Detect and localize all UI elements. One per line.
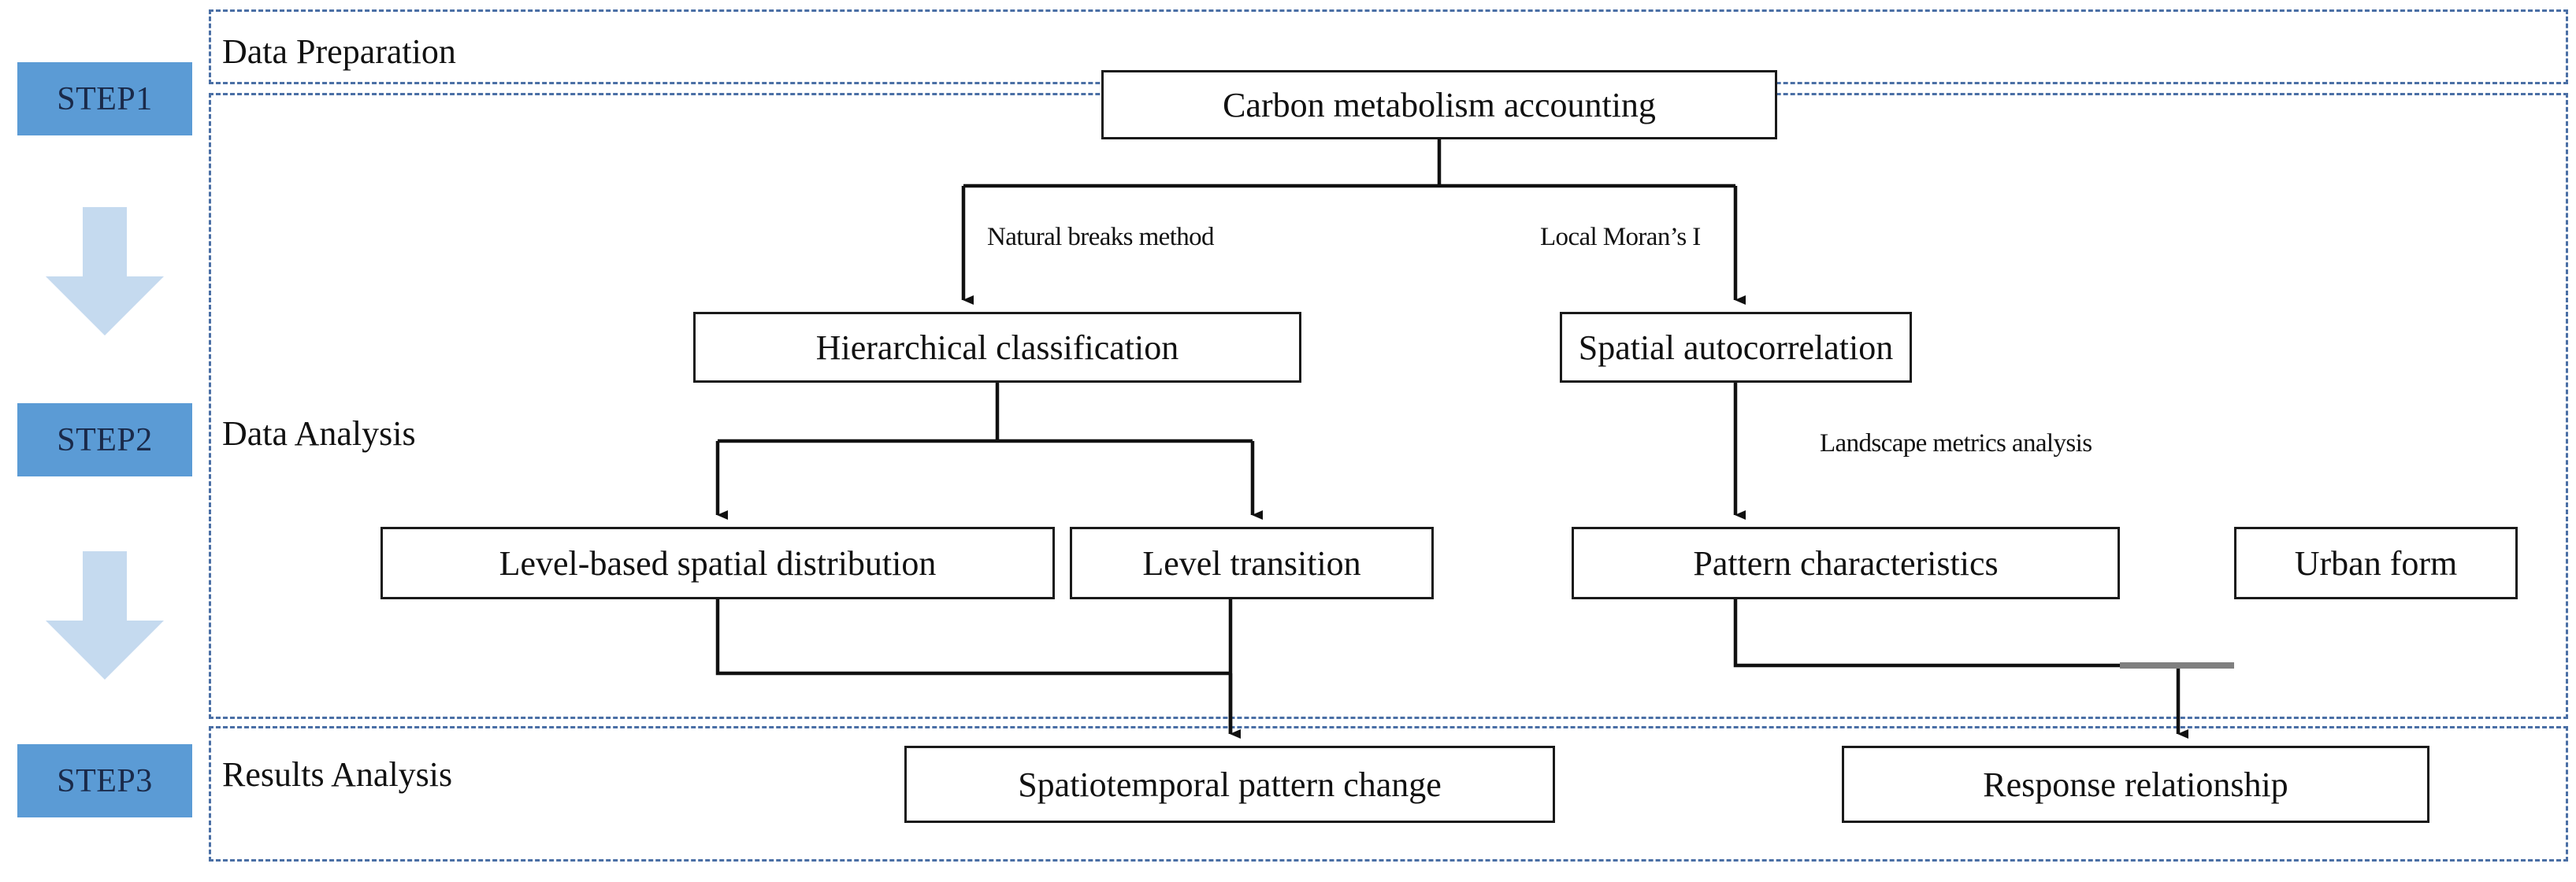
node-spatial-autocorrelation[interactable]: Spatial autocorrelation	[1560, 312, 1912, 383]
step2-badge: STEP2	[17, 403, 192, 476]
node-response-relationship[interactable]: Response relationship	[1842, 746, 2429, 823]
node-carbon-metabolism-accounting[interactable]: Carbon metabolism accounting	[1101, 70, 1777, 139]
edge-label-local-morans-i: Local Moran’s I	[1540, 223, 1701, 251]
edge-label-natural-breaks: Natural breaks method	[987, 223, 1215, 251]
edge-label-landscape-metrics: Landscape metrics analysis	[1820, 429, 2092, 458]
node-spatiotemporal-pattern-change[interactable]: Spatiotemporal pattern change	[904, 746, 1555, 823]
step2-to-step3-arrow-icon	[38, 551, 172, 681]
step1-title: Data Preparation	[222, 32, 456, 71]
step3-title: Results Analysis	[222, 755, 453, 794]
step2-band	[209, 93, 2568, 719]
step1-to-step2-arrow-icon	[38, 207, 172, 337]
node-level-based-spatial-distribution[interactable]: Level-based spatial distribution	[380, 527, 1055, 599]
step3-badge: STEP3	[17, 744, 192, 817]
node-pattern-characteristics[interactable]: Pattern characteristics	[1572, 527, 2120, 599]
node-level-transition[interactable]: Level transition	[1070, 527, 1434, 599]
step2-title: Data Analysis	[222, 414, 416, 453]
node-urban-form[interactable]: Urban form	[2234, 527, 2518, 599]
step3-band	[209, 726, 2568, 862]
node-hierarchical-classification[interactable]: Hierarchical classification	[693, 312, 1301, 383]
step1-badge: STEP1	[17, 62, 192, 135]
